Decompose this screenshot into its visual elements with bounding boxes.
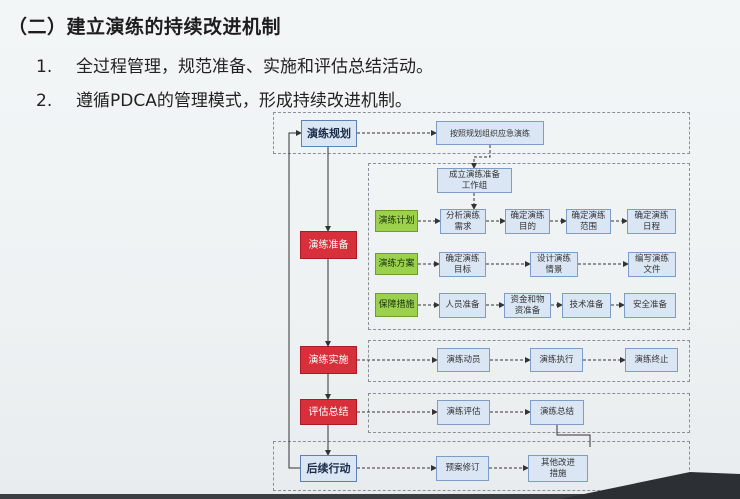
plan-step: 确定演练 目的 [505, 209, 550, 234]
followup-step: 其他改进 措施 [528, 455, 588, 482]
planning-task: 按照规划组织应急演练 [436, 121, 544, 145]
category-scheme: 演练方案 [375, 253, 418, 275]
category-plan: 演练计划 [375, 210, 418, 232]
implementation-step: 演练动员 [437, 348, 490, 372]
evaluation-frame [368, 393, 690, 433]
stage-followup: 后续行动 [300, 455, 357, 482]
scheme-step: 编写演练 文件 [628, 252, 676, 277]
scheme-step: 确定演练 目标 [439, 252, 486, 277]
preparation-frame [368, 163, 690, 330]
point-1-text: 全过程管理，规范准备、实施和评估总结活动。 [76, 57, 433, 77]
plan-step: 确定演练 日程 [627, 209, 676, 234]
implementation-step: 演练终止 [625, 348, 678, 372]
point-1: 1. 全过程管理，规范准备、实施和评估总结活动。 [36, 52, 433, 77]
point-2-number: 2. [36, 91, 53, 111]
point-1-number: 1. [36, 57, 53, 77]
scheme-step: 设计演练 情景 [530, 252, 578, 277]
prep-group-box: 成立演练准备 工作组 [437, 168, 512, 193]
slide-title: （二）建立演练的持续改进机制 [8, 16, 282, 38]
stage-preparation: 演练准备 [300, 231, 357, 259]
support-step: 资金和物 资准备 [504, 293, 551, 318]
support-step: 技术准备 [562, 293, 611, 318]
plan-step: 确定演练 范围 [566, 209, 611, 234]
planning-frame [273, 112, 690, 154]
followup-frame [273, 441, 690, 491]
implementation-step: 演练执行 [530, 348, 583, 372]
support-step: 安全准备 [624, 293, 676, 318]
stage-evaluation: 评估总结 [300, 399, 357, 425]
stage-planning: 演练规划 [301, 120, 357, 147]
category-support: 保障措施 [375, 293, 418, 317]
point-2-text: 遵循PDCA的管理模式，形成持续改进机制。 [76, 91, 412, 111]
point-2: 2. 遵循PDCA的管理模式，形成持续改进机制。 [36, 86, 412, 111]
followup-step: 预案修订 [436, 456, 489, 481]
evaluation-step: 演练总结 [530, 400, 584, 425]
support-step: 人员准备 [439, 293, 486, 318]
stage-implementation: 演练实施 [300, 346, 357, 374]
implementation-frame [368, 340, 690, 382]
plan-step: 分析演练 需求 [440, 209, 486, 234]
evaluation-step: 演练评估 [437, 400, 490, 425]
